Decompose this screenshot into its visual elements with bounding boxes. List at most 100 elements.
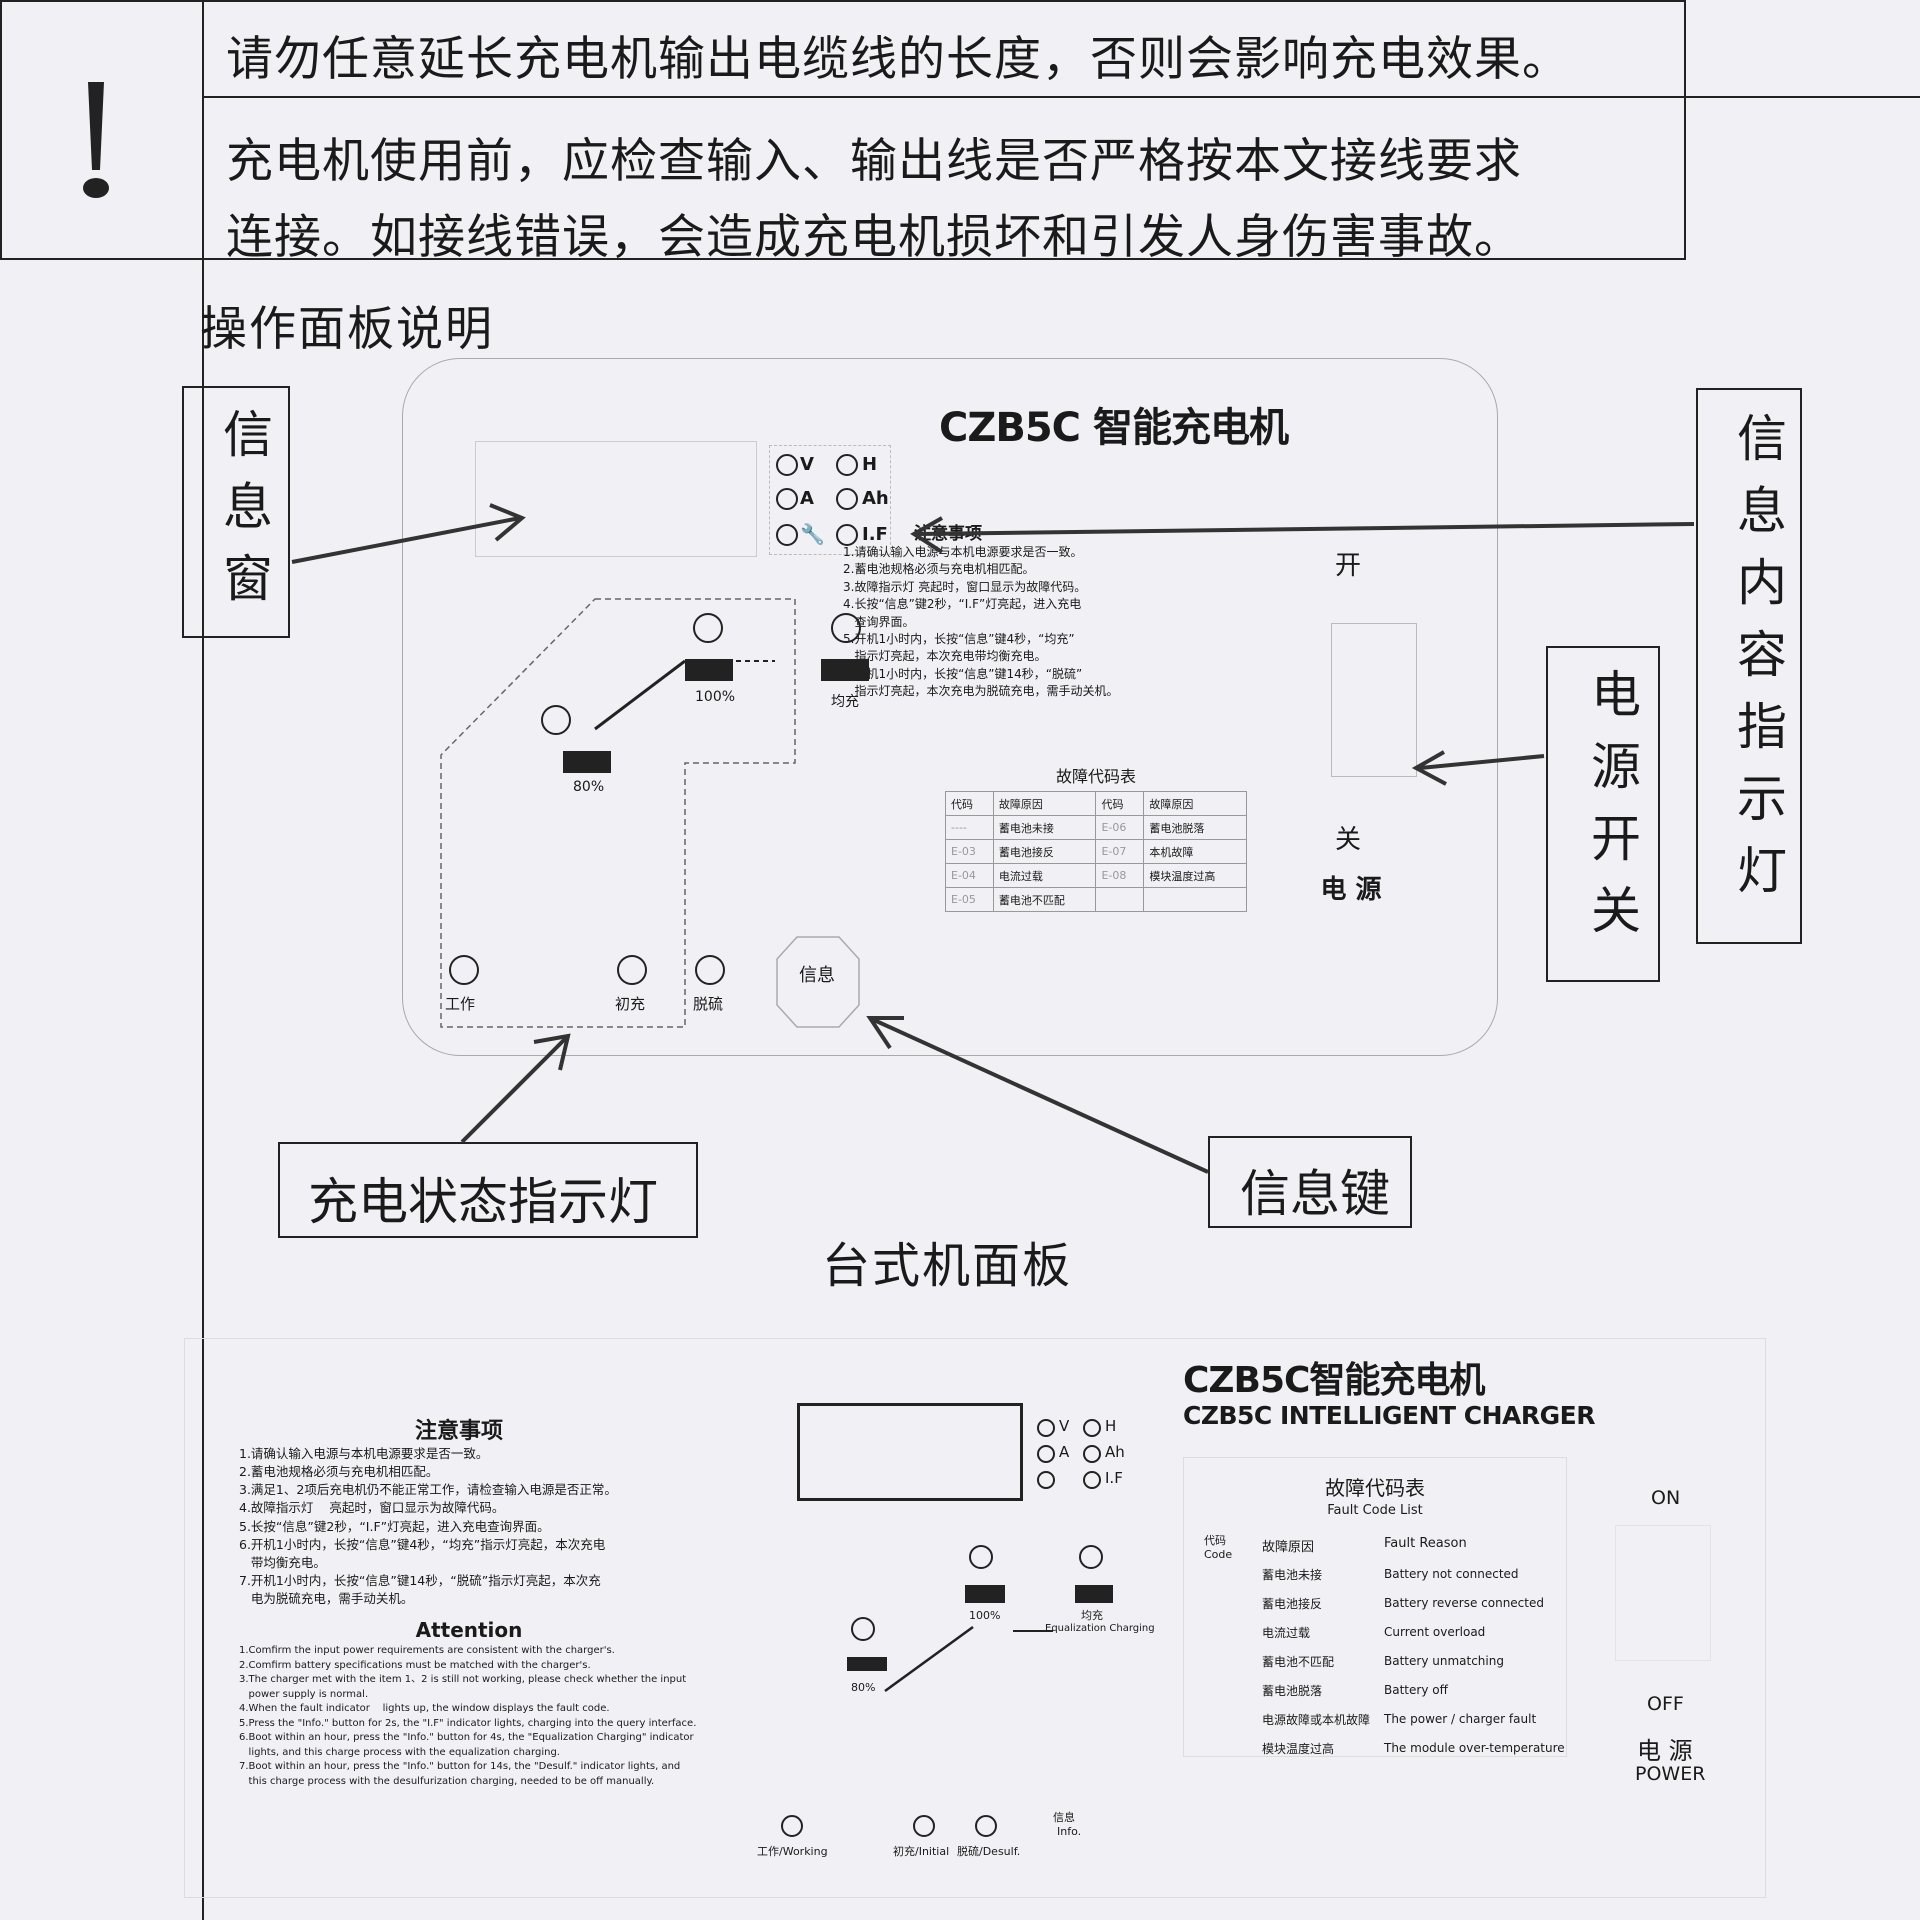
warning-line-2b: 连接。如接线错误，会造成充电机损坏和引发人身伤害事故。 <box>226 210 1522 265</box>
p2-power-en: POWER <box>1635 1763 1706 1785</box>
p2-off-label: OFF <box>1647 1693 1684 1715</box>
p2-indicator-ah-label: Ah <box>1105 1443 1125 1461</box>
notice-item: power supply is normal. <box>239 1688 369 1700</box>
p2-led-work <box>781 1815 803 1837</box>
callout-power-switch-label: 电源开关 <box>1583 668 1641 956</box>
p2-led-initial <box>913 1815 935 1837</box>
panel2-info-window <box>797 1403 1023 1501</box>
fault-cell: 蓄电池接反 <box>992 839 1097 864</box>
indicator-h-label: H <box>862 454 878 475</box>
p2-power-switch[interactable] <box>1615 1525 1711 1661</box>
fault-cell: 蓄电池未接 <box>992 815 1097 840</box>
p2-fault-reason-cn: 蓄电池未接 <box>1262 1568 1323 1582</box>
fault-cell: E-05 <box>945 887 994 912</box>
notice-item: 6.Boot within an hour, press the "Info."… <box>239 1732 694 1744</box>
notice-item: 5.开机1小时内，长按“信息”键4秒，“均充” <box>843 631 1075 646</box>
indicator-a-led <box>776 488 798 510</box>
p2-fault-reason-en: Battery reverse connected <box>1384 1596 1544 1610</box>
notice-item: 2.蓄电池规格必须与充电机相匹配。 <box>843 562 1035 577</box>
notice-item: 7.Boot within an hour, press the "Info."… <box>239 1761 681 1773</box>
notice-item: 7.开机1小时内，长按“信息”键14秒，“脱硫”指示灯亮起，本次充 <box>239 1572 601 1588</box>
callout-power-switch: 电源开关 <box>1546 646 1660 982</box>
p2-initial-label: 初充/Initial <box>893 1845 950 1858</box>
power-switch[interactable] <box>1331 623 1417 777</box>
notice-item: 指示灯亮起，本次充电带均衡充电。 <box>843 649 1047 664</box>
battery-100-icon <box>685 659 733 681</box>
warning-line-2a: 充电机使用前，应检查输入、输出线是否严格按本文接线要求 <box>226 134 1522 189</box>
p2-indicator-v-label: V <box>1059 1417 1070 1435</box>
p2-work-label: 工作/Working <box>757 1845 828 1858</box>
panel2-notice: 注意事项 1.请确认输入电源与本机电源要求是否一致。2.蓄电池规格必须与充电机相… <box>239 1413 759 1789</box>
p2-battery-100-icon <box>965 1585 1005 1603</box>
indicator-if-led <box>836 524 858 546</box>
fault-cell <box>1143 887 1247 912</box>
p2-info-cn[interactable]: 信息 <box>1053 1811 1075 1824</box>
p2-brand-en: CZB5C INTELLIGENT CHARGER <box>1183 1401 1596 1430</box>
equalize-icon <box>821 659 869 681</box>
p2-battery-100-label: 100% <box>969 1609 1001 1622</box>
p2-led-desulf <box>975 1815 997 1837</box>
callout-info-key: 信息键 <box>1208 1136 1412 1228</box>
info-button[interactable] <box>775 935 861 1029</box>
panel1-indicator-group: V H A Ah 🔧 I.F <box>769 445 891 555</box>
indicator-v-label: V <box>800 454 814 475</box>
indicator-a-label: A <box>800 488 814 509</box>
fault-cell: E-06 <box>1095 815 1145 840</box>
notice-item: 5.长按“信息”键2秒，“I.F”灯亮起，进入充电查询界面。 <box>239 1518 550 1534</box>
warning-icon-cell <box>0 0 204 1920</box>
p2-battery-80-label: 80% <box>851 1681 876 1694</box>
p2-equalize-icon <box>1075 1585 1113 1603</box>
callout-info-indicator: 信息内容指示灯 <box>1696 388 1802 944</box>
p2-info-en[interactable]: Info. <box>1057 1825 1082 1838</box>
wrench-icon: 🔧 <box>800 522 825 546</box>
p2-brand-cn: CZB5C智能充电机 <box>1183 1360 1485 1401</box>
p2-indicator-ah-led <box>1083 1445 1101 1463</box>
work-label: 工作 <box>445 995 476 1013</box>
fault-header-cell: 代码 <box>945 791 994 816</box>
panel2-indicator-group: V H A Ah I.F <box>1037 1417 1137 1499</box>
p2-indicator-a-label: A <box>1059 1443 1070 1461</box>
p2-indicator-fault-led <box>1037 1471 1055 1489</box>
notice-item: 3.故障指示灯 亮起时，窗口显示为故障代码。 <box>843 579 1087 594</box>
notice-item: 1.Comfirm the input power requirements a… <box>239 1645 615 1657</box>
p2-indicator-h-label: H <box>1105 1417 1117 1435</box>
notice-item: 6.开机1小时内，长按“信息”键14秒，“脱硫” <box>843 666 1083 681</box>
panel2-notice-list: 1.请确认输入电源与本机电源要求是否一致。2.蓄电池规格必须与充电机相匹配。3.… <box>239 1445 759 1608</box>
notice-item: 1.请确认输入电源与本机电源要求是否一致。 <box>239 1446 489 1461</box>
notice-item: 4.长按“信息”键2秒，“I.F”灯亮起，进入充电 <box>843 597 1082 612</box>
panel2-title: 台式机面板 <box>822 1238 1073 1294</box>
notice-item: 指示灯亮起，本次充电为脱硫充电，需手动关机。 <box>843 684 1119 699</box>
control-panel-2: 注意事项 1.请确认输入电源与本机电源要求是否一致。2.蓄电池规格必须与充电机相… <box>184 1338 1766 1898</box>
panel1-info-window <box>475 441 757 557</box>
p2-fault-reason-en: The module over-temperature <box>1384 1741 1565 1755</box>
p2-led-80 <box>851 1617 875 1641</box>
desulf-label: 脱硫 <box>693 995 724 1013</box>
p2-equalize-cn: 均充 <box>1081 1609 1103 1622</box>
p2-fault-reason-en: The power / charger fault <box>1384 1712 1537 1726</box>
notice-item: 2.蓄电池规格必须与充电机相匹配。 <box>239 1464 439 1480</box>
p2-charge-path <box>884 1625 1053 1693</box>
notice-item: 1.请确认输入电源与本机电源要求是否一致。 <box>843 545 1083 559</box>
battery-100-label: 100% <box>695 689 736 705</box>
fault-cell: 蓄电池脱落 <box>1143 815 1247 840</box>
fault-cell: ---- <box>945 815 994 840</box>
p2-fault-reason-en: Battery unmatching <box>1384 1654 1504 1668</box>
battery-80-icon <box>563 751 611 773</box>
p2-fault-table: 故障代码表 Fault Code List 代码 Code 故障原因 Fault… <box>1183 1457 1567 1757</box>
section-title: 操作面板说明 <box>200 302 494 357</box>
p2-fault-reason-cn: 模块温度过高 <box>1262 1742 1335 1756</box>
notice-item: 4.When the fault indicator lights up, th… <box>239 1703 610 1715</box>
led-desulf <box>695 955 725 985</box>
notice-item: 2.Comfirm battery specifications must be… <box>239 1659 591 1671</box>
p2-led-equalize <box>1079 1545 1103 1569</box>
panel1-switch-label: 电 源 <box>1320 875 1382 905</box>
p2-power-cn: 电 源 <box>1637 1737 1693 1765</box>
